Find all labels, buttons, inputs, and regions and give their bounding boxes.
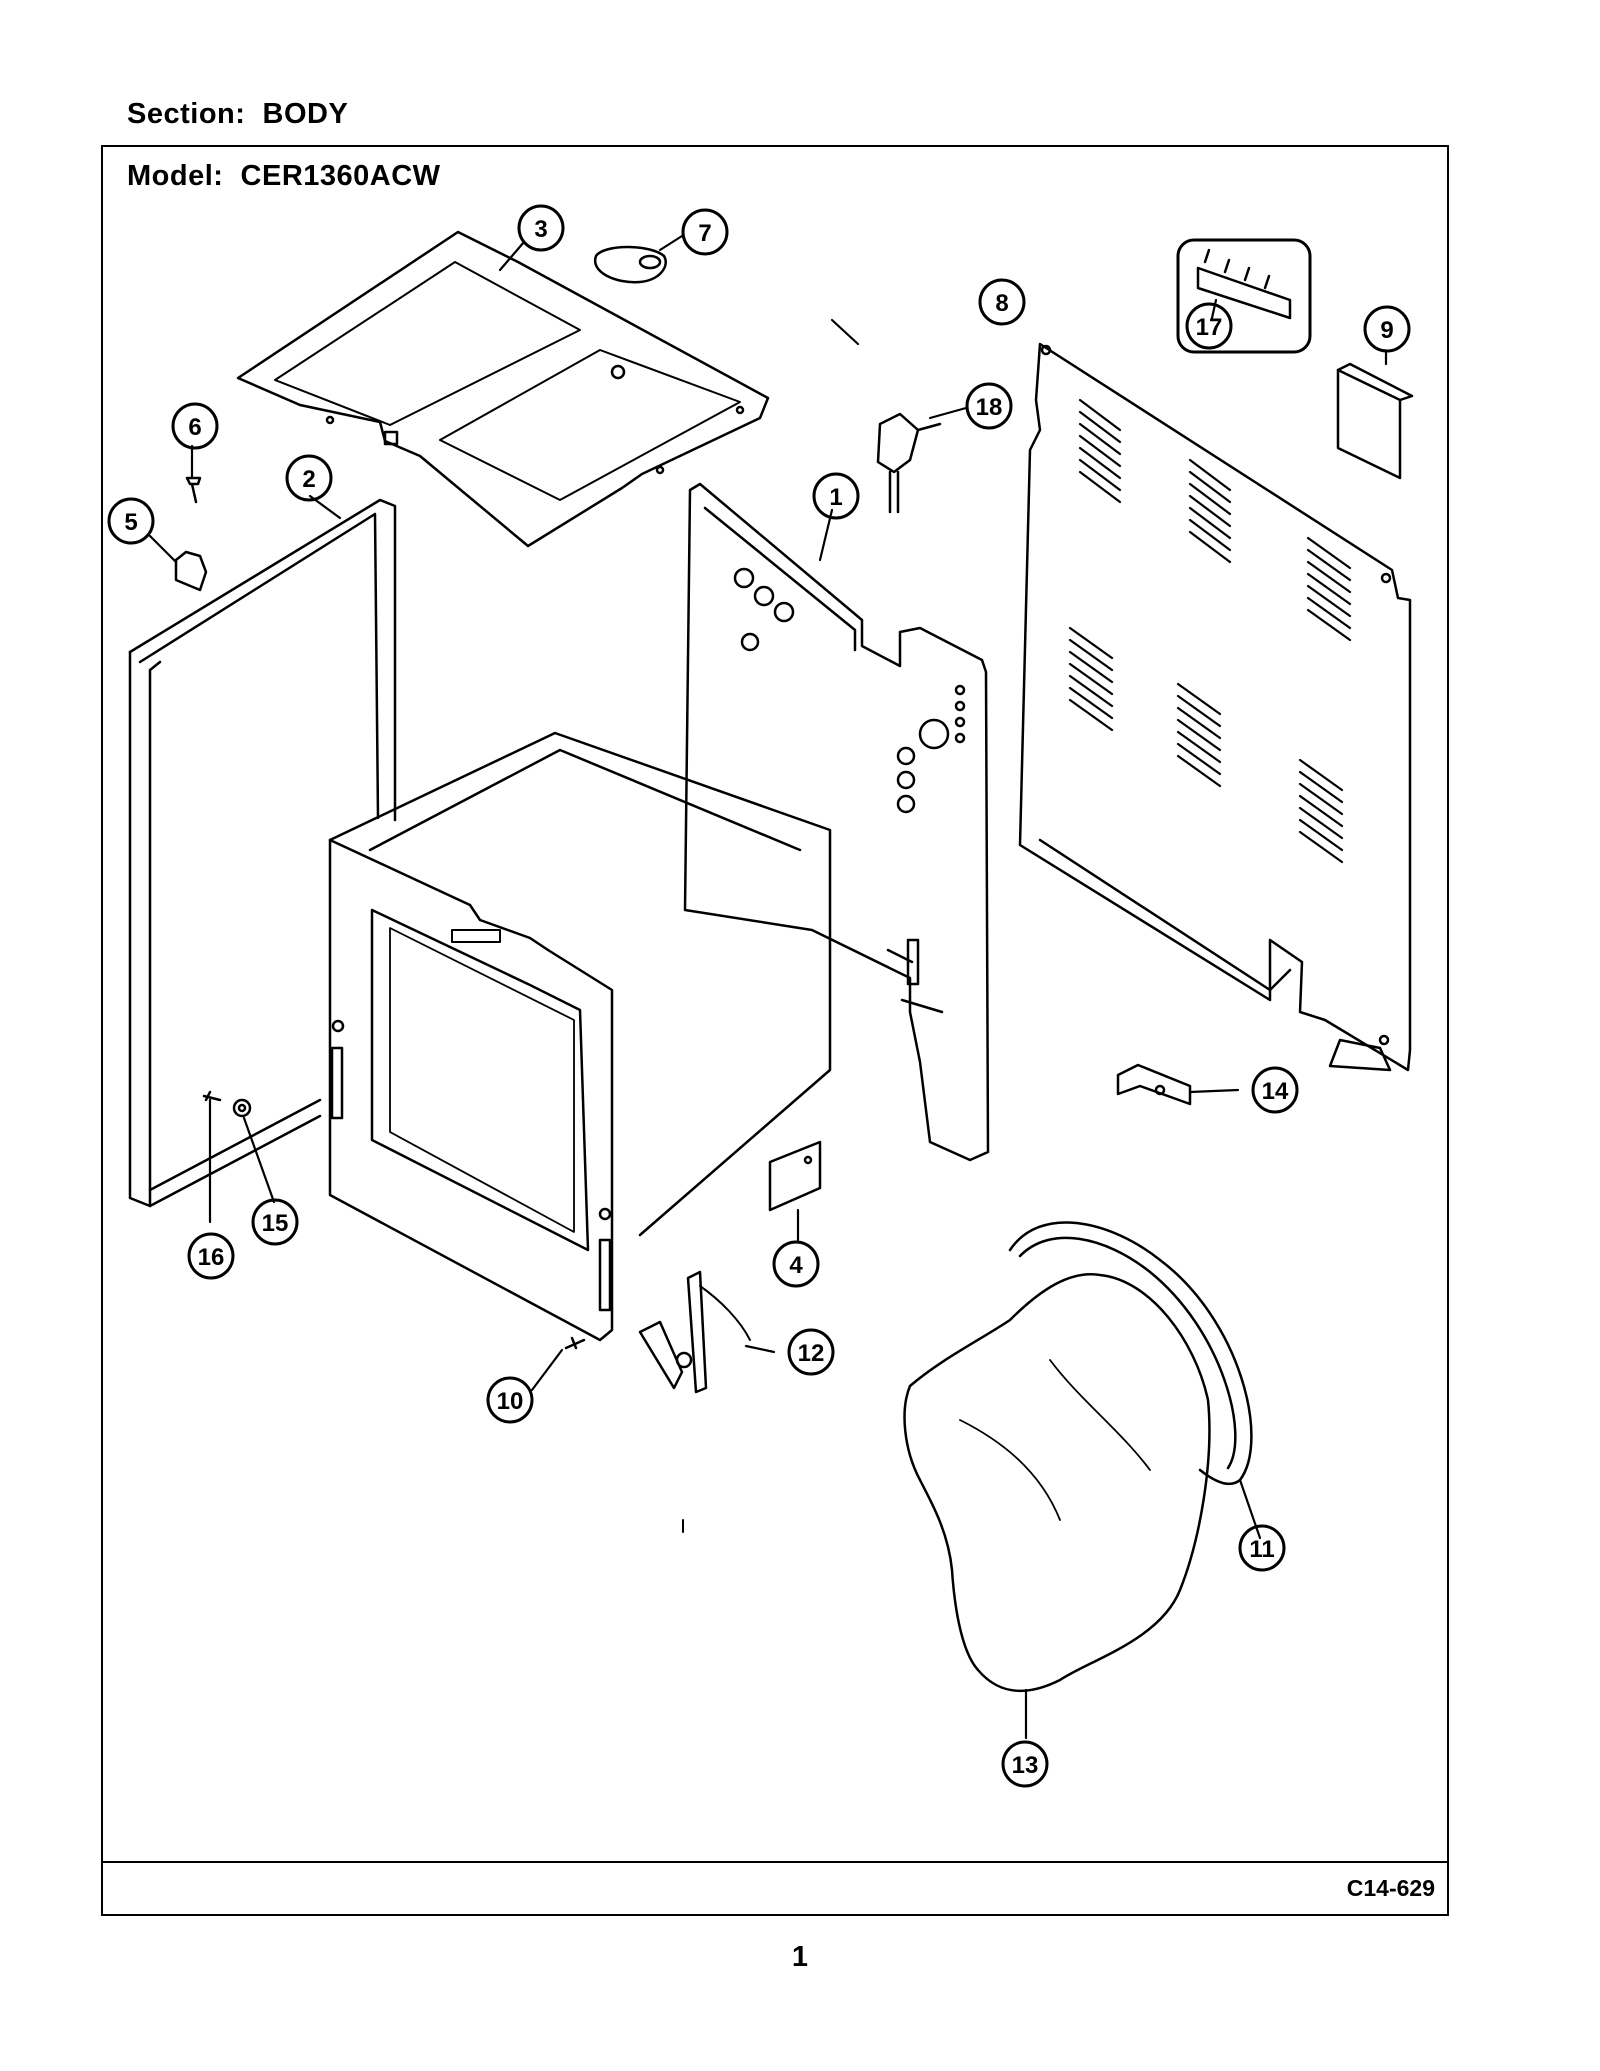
part-top-panel — [236, 230, 770, 548]
part-insulation-blanket — [903, 1272, 1211, 1693]
part-plug — [593, 245, 667, 284]
callout-5: 5 — [124, 509, 137, 536]
callout-1: 1 — [829, 484, 842, 511]
callout-14: 14 — [1262, 1078, 1289, 1105]
part-screw-small — [185, 476, 202, 504]
part-screw-10 — [564, 1336, 586, 1350]
callout-15: 15 — [262, 1210, 289, 1237]
callout-11: 11 — [1249, 1536, 1274, 1563]
part-side-panel — [683, 482, 990, 1162]
callout-7: 7 — [698, 220, 711, 247]
part-door-hinge — [638, 1270, 751, 1394]
callout-4: 4 — [789, 1252, 803, 1279]
part-screw-16 — [202, 1090, 222, 1102]
part-door-frame — [128, 498, 397, 1208]
section-title: Section: BODY — [127, 98, 349, 130]
part-hinge-bracket — [768, 1140, 822, 1212]
callout-8: 8 — [995, 290, 1008, 317]
callout-17: 17 — [1196, 314, 1223, 341]
part-bracket-small — [1336, 362, 1414, 480]
callout-circles — [107, 204, 1411, 1788]
part-oven-liner — [328, 731, 832, 1342]
callout-16: 16 — [198, 1244, 225, 1271]
footer-divider — [101, 1861, 1449, 1863]
page-number: 1 — [791, 1941, 809, 1973]
callout-6: 6 — [188, 414, 201, 441]
diagram-frame — [101, 145, 1449, 1916]
callout-12: 12 — [798, 1340, 825, 1367]
model-title: Model: CER1360ACW — [127, 160, 441, 192]
part-clip — [174, 550, 208, 592]
part-rear-panel — [1018, 342, 1412, 1072]
callout-13: 13 — [1012, 1752, 1039, 1779]
part-terminal-block — [1176, 238, 1312, 354]
diagram-code: C14-629 — [1346, 1875, 1435, 1901]
part-bumper-15 — [232, 1098, 252, 1118]
part-mount-bracket — [1116, 1063, 1192, 1106]
part-door-gasket — [1008, 1221, 1253, 1486]
callout-3: 3 — [534, 216, 547, 243]
callout-9: 9 — [1380, 317, 1393, 344]
part-power-cord — [876, 412, 942, 514]
callout-10: 10 — [497, 1388, 524, 1415]
callout-2: 2 — [302, 466, 315, 493]
callout-18: 18 — [976, 394, 1003, 421]
